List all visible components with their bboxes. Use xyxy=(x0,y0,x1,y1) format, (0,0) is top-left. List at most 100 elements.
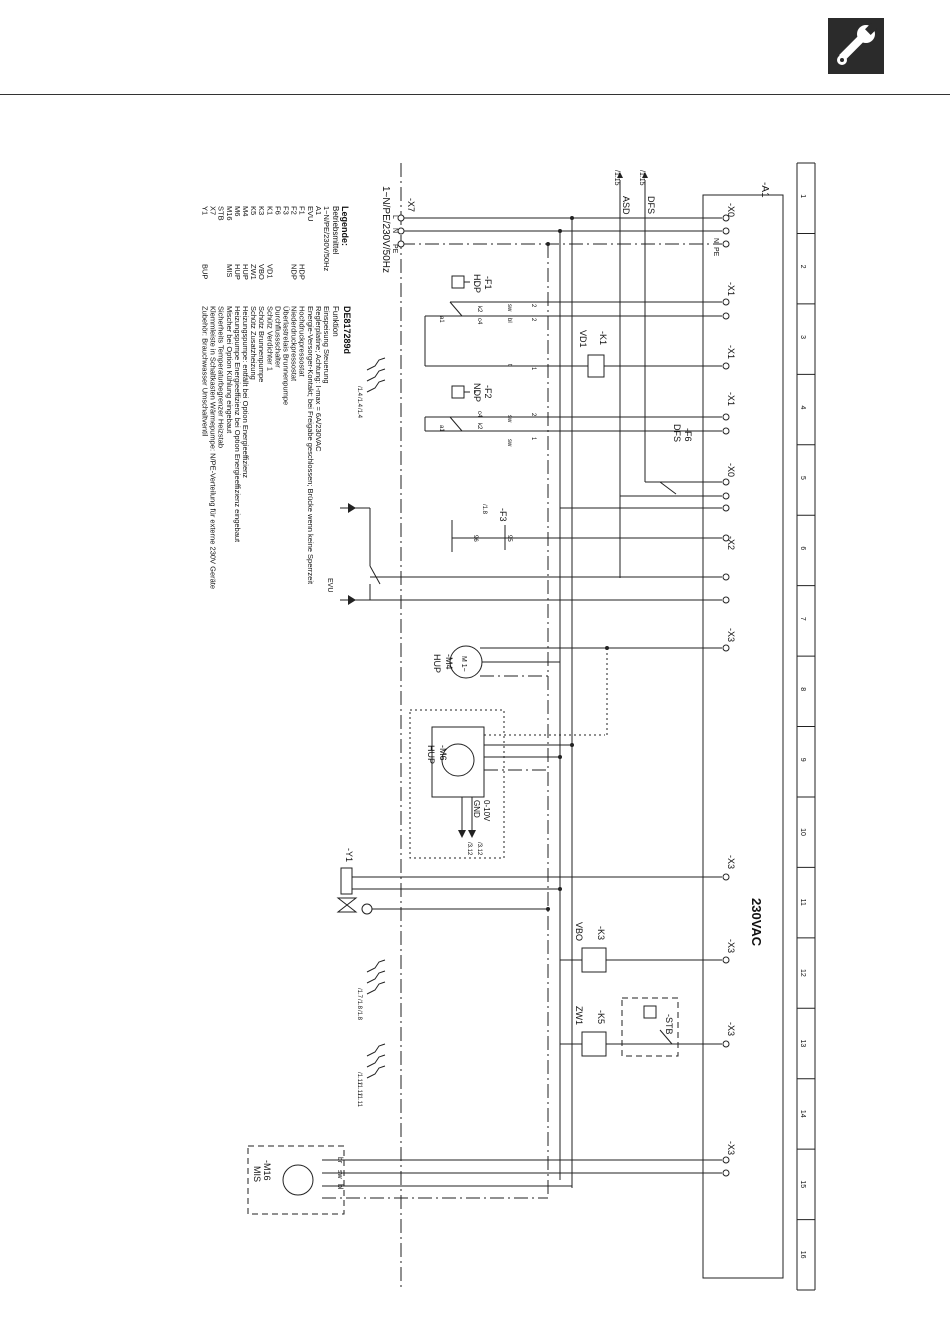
column-number: 8 xyxy=(799,687,806,691)
dfs-ref: /1.15 xyxy=(638,170,645,186)
column-number: 16 xyxy=(799,1251,806,1259)
f2-id: -F2 xyxy=(483,385,493,399)
k5-coil xyxy=(581,1031,607,1057)
k3-id: -K3 xyxy=(596,926,606,940)
board-a1-label: -A1 xyxy=(759,182,770,198)
legend-row-function: Schütz Zusatzheizung xyxy=(249,306,258,380)
legend-row-function: Niederdruckpressostat xyxy=(290,306,299,382)
legend-row-code: K5 xyxy=(249,206,258,215)
w-num-2a: 2 xyxy=(530,304,536,308)
k1-name: VD1 xyxy=(578,330,588,348)
relay-contact-symbol xyxy=(366,970,386,984)
f1-code-k2: k2 xyxy=(476,306,482,313)
m16-id: -M16 xyxy=(262,1160,272,1181)
terminal-x1-c: -X1 xyxy=(726,392,736,406)
m6-analog: 0-10V xyxy=(482,800,491,822)
contact-ref: /1.7 xyxy=(356,988,362,999)
k1-coil xyxy=(587,354,605,378)
contact-ref: /1.4 xyxy=(356,408,362,419)
legend-row-code: K3 xyxy=(257,206,266,215)
m16-name: MIS xyxy=(252,1166,262,1182)
column-number: 3 xyxy=(799,335,806,339)
contact-ref: /1.11 xyxy=(356,1072,362,1086)
w-num-1b: 1 xyxy=(530,437,536,441)
legend-row-function: Reglerplatine; Achtung: I-max = 6A/230VA… xyxy=(314,306,323,452)
terminal-x0-mid: -X0 xyxy=(726,463,736,477)
contact-ref: /1.4 xyxy=(356,397,362,408)
w-sw-2: sw xyxy=(506,415,512,423)
f2-name: NDP xyxy=(472,383,482,402)
legend-row-short: HDP xyxy=(298,264,307,280)
m16-wire-br: br xyxy=(336,1157,343,1164)
column-number: 10 xyxy=(799,828,806,836)
y1-id: -Y1 xyxy=(344,848,354,862)
dfs-label: DFS xyxy=(646,196,656,214)
w-num-2b: 2 xyxy=(530,318,536,322)
f1-id: -F1 xyxy=(483,276,493,290)
asd-ref: /1.15 xyxy=(613,170,620,186)
legend-title: Legende: xyxy=(340,206,350,246)
board-voltage-label: 230VAC xyxy=(749,898,764,947)
column-number: 9 xyxy=(799,758,806,762)
stb-id: -STB xyxy=(664,1014,674,1035)
column-number: 13 xyxy=(799,1039,806,1047)
terminal-x3-b: -X3 xyxy=(726,855,736,869)
column-number: 12 xyxy=(799,969,806,977)
terminal-x0-top: -X0 xyxy=(726,203,736,217)
legend-row-code: M6 xyxy=(233,206,242,216)
supply-spec-label: 1~N/PE/230V/50Hz xyxy=(380,186,391,273)
supply-l: L xyxy=(391,215,398,219)
f1-name: HDP xyxy=(472,274,482,293)
f2-code-c4: c4 xyxy=(476,411,482,418)
m6-gnd: GND xyxy=(472,800,481,818)
f3-id: -F3 xyxy=(498,508,508,522)
k3-coil xyxy=(581,947,607,973)
legend-row-function: Energie-Versorger-Kontakt; bei Freigabe … xyxy=(306,306,315,585)
supply-terminal-label: -X7 xyxy=(406,198,416,212)
legend-row-code: X7 xyxy=(209,206,218,215)
m6-dotted-frame xyxy=(409,709,505,859)
relay-contact-symbol xyxy=(366,959,386,973)
terminal-x2: -X2 xyxy=(726,536,736,550)
relay-contact-symbol xyxy=(366,1054,386,1068)
legend-row-function: Heizungspumpe: entfällt bei Option Energ… xyxy=(241,306,250,478)
supply-n: N xyxy=(391,228,398,233)
f3-pin-a: 95 xyxy=(506,535,512,542)
asd-label: ASD xyxy=(621,196,631,215)
legend-row-code: F6 xyxy=(273,206,282,215)
column-number: 14 xyxy=(799,1110,806,1118)
f6-name: DFS xyxy=(672,424,682,442)
legend-row-short: NDP xyxy=(290,264,299,280)
column-number: 2 xyxy=(799,265,806,269)
w-sw-3: sw xyxy=(506,439,512,447)
w-t-1: t xyxy=(506,364,512,366)
legend-block: Legende: DE817289d Betriebsmittel Funkti… xyxy=(201,206,353,589)
contact-ref: /1.8 xyxy=(356,999,362,1010)
legend-row-code: Y1 xyxy=(201,206,210,215)
f2-code-k2: k2 xyxy=(476,423,482,430)
k5-id: -K5 xyxy=(596,1010,606,1024)
legend-row-function: Durchflussschalter xyxy=(273,306,282,368)
legend-row-function: Hochdruckpressostat xyxy=(298,306,307,377)
legend-doc-id: DE817289d xyxy=(342,306,352,354)
legend-row-code: K1 xyxy=(265,206,274,215)
m6-ref-b: /3.12 xyxy=(466,842,472,856)
w-num-1a: 1 xyxy=(530,367,536,371)
relay-contact-symbol xyxy=(366,379,386,393)
legend-row-code: M4 xyxy=(241,206,250,216)
legend-row-short: HUP xyxy=(241,264,250,280)
relay-contact-symbol xyxy=(366,368,386,382)
contact-ref: /1.4 xyxy=(356,386,362,397)
y1-coil xyxy=(340,867,353,895)
relay-contact-symbol xyxy=(366,981,386,995)
legend-col-equipment: Betriebsmittel xyxy=(331,206,340,255)
m16-motor-symbol xyxy=(282,1164,314,1196)
legend-row-code: F3 xyxy=(282,206,291,215)
legend-row-function: Zubehör: Brauchwasser Umschaltventil xyxy=(201,306,210,437)
legend-row-short: VD1 xyxy=(265,264,274,279)
column-number: 4 xyxy=(799,406,806,410)
legend-row-code: M16 xyxy=(225,206,234,221)
column-number: 11 xyxy=(799,899,806,906)
m6-id: -M6 xyxy=(438,745,448,761)
column-number: 1 xyxy=(799,194,806,198)
